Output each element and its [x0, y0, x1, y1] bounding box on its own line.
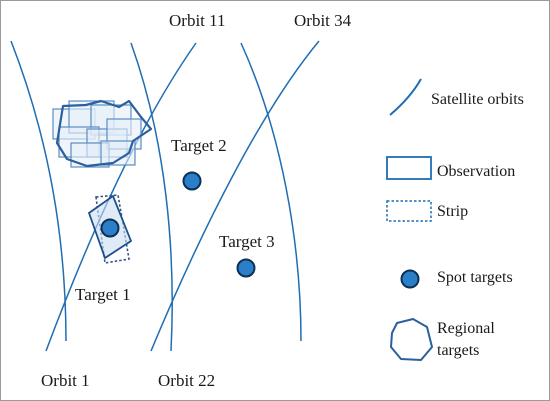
- legend-observation-label: Observation: [437, 163, 516, 180]
- legend-orbit-symbol: [389, 78, 422, 116]
- legend-spot-targets-label: Spot targets: [437, 269, 513, 286]
- target-3-label: Target 3: [219, 232, 275, 251]
- target-1-label: Target 1: [75, 285, 131, 304]
- legend-region-symbol: [390, 318, 433, 361]
- legend-observation-symbol: [386, 156, 432, 180]
- legend-strip-symbol: [386, 200, 432, 222]
- spot-target-3: [236, 258, 256, 278]
- strip-outline: [95, 194, 130, 264]
- target-2-label: Target 2: [171, 136, 227, 155]
- orbit-diagonal-curve: [150, 40, 320, 352]
- regional-target-mosaic: [52, 99, 153, 168]
- orbit-1-label: Orbit 1: [41, 371, 90, 390]
- regional-target-outline: [55, 99, 153, 168]
- orbit-11-label: Orbit 11: [169, 11, 226, 30]
- legend-targets-label: targets: [437, 342, 480, 359]
- orbit-34-label: Orbit 34: [294, 11, 352, 30]
- orbit-1-curve: [10, 40, 67, 342]
- spot-target-2: [182, 171, 202, 191]
- orbit-34-curve: [240, 42, 302, 342]
- orbit-22-curve: [130, 42, 173, 352]
- orbit-22-label: Orbit 22: [158, 371, 216, 390]
- orbit-11-curve: [45, 42, 197, 352]
- spot-target-1: [100, 218, 120, 238]
- legend-satellite-orbits-label: Satellite orbits: [431, 91, 524, 108]
- legend-spot-symbol: [400, 269, 420, 289]
- legend-regional-label: Regional: [437, 320, 495, 337]
- legend-strip-label: Strip: [437, 203, 469, 220]
